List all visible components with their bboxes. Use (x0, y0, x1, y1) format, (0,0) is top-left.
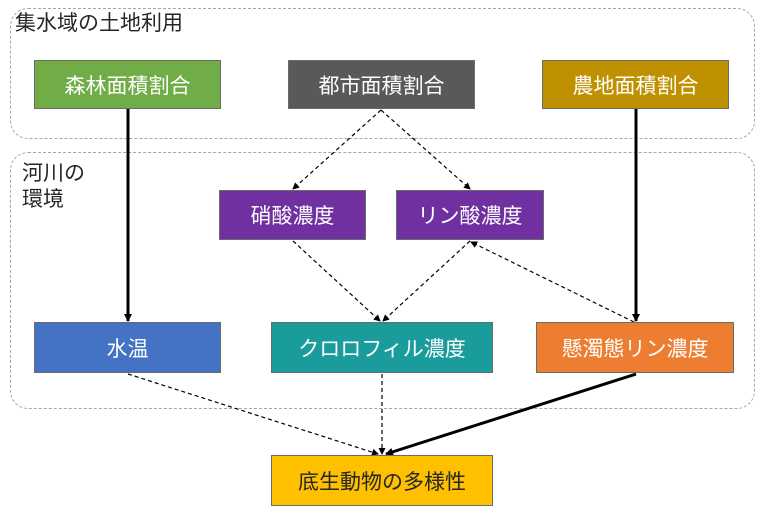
edge-suspended-p-to-phosphate (470, 241, 635, 323)
edge-suspended-p-to-benthic (385, 372, 637, 456)
land-use-group-label: 集水域の土地利用 (15, 11, 183, 35)
land-use-group (10, 8, 755, 139)
farmland-area-ratio-node: 農地面積割合 (542, 60, 729, 109)
water-temperature-node: 水温 (34, 322, 221, 373)
edge-nitrate-to-chlorophyll (292, 240, 381, 322)
river-label-line2: 環境 (22, 187, 64, 211)
edge-water-temp-to-benthic (127, 373, 379, 456)
edge-urban-to-phosphate (380, 109, 471, 190)
suspended-phosphorus-concentration-node: 懸濁態リン濃度 (536, 322, 734, 373)
river-environment-group (10, 152, 755, 409)
urban-area-ratio-node: 都市面積割合 (288, 60, 475, 109)
river-label-line1: 河川の (22, 161, 85, 185)
benthic-animal-diversity-node: 底生動物の多様性 (271, 455, 493, 506)
edge-phosphate-to-chlorophyll (382, 240, 471, 322)
river-environment-group-label: 河川の 環境 (22, 160, 85, 212)
phosphate-concentration-node: リン酸濃度 (396, 190, 544, 240)
forest-area-ratio-node: 森林面積割合 (34, 60, 221, 109)
edge-urban-to-nitrate (292, 109, 382, 190)
nitrate-concentration-node: 硝酸濃度 (219, 190, 366, 240)
chlorophyll-concentration-node: クロロフィル濃度 (271, 322, 493, 373)
